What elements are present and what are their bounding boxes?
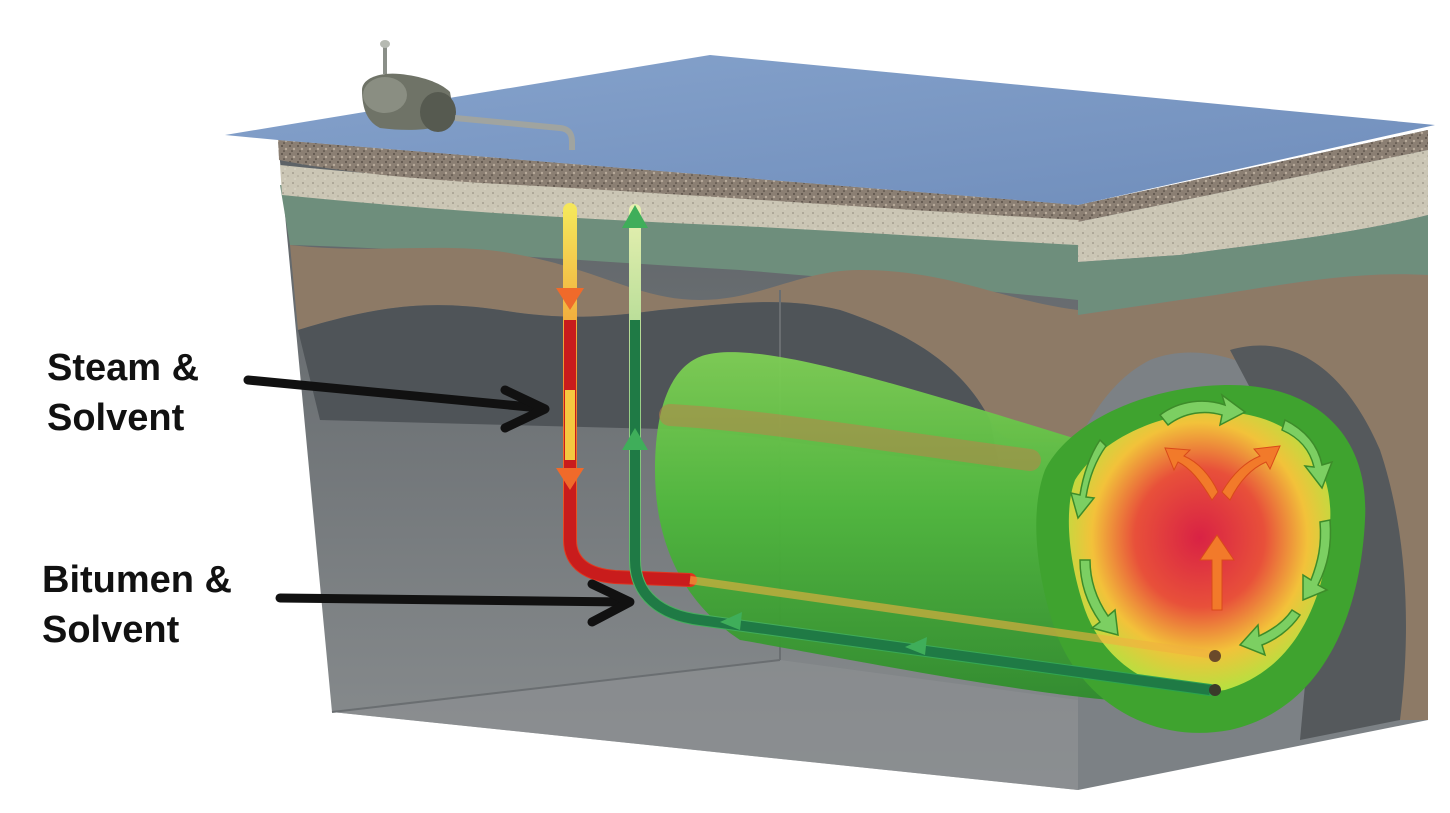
callout-arrow-icon xyxy=(280,598,625,602)
bitumen-solvent-label: Bitumen & Solvent xyxy=(42,555,232,655)
bitumen-solvent-line2: Solvent xyxy=(42,605,232,655)
bitumen-solvent-line1: Bitumen & xyxy=(42,555,232,605)
steam-solvent-line2: Solvent xyxy=(47,393,199,443)
steam-solvent-label: Steam & Solvent xyxy=(47,343,199,443)
steam-solvent-line1: Steam & xyxy=(47,343,199,393)
